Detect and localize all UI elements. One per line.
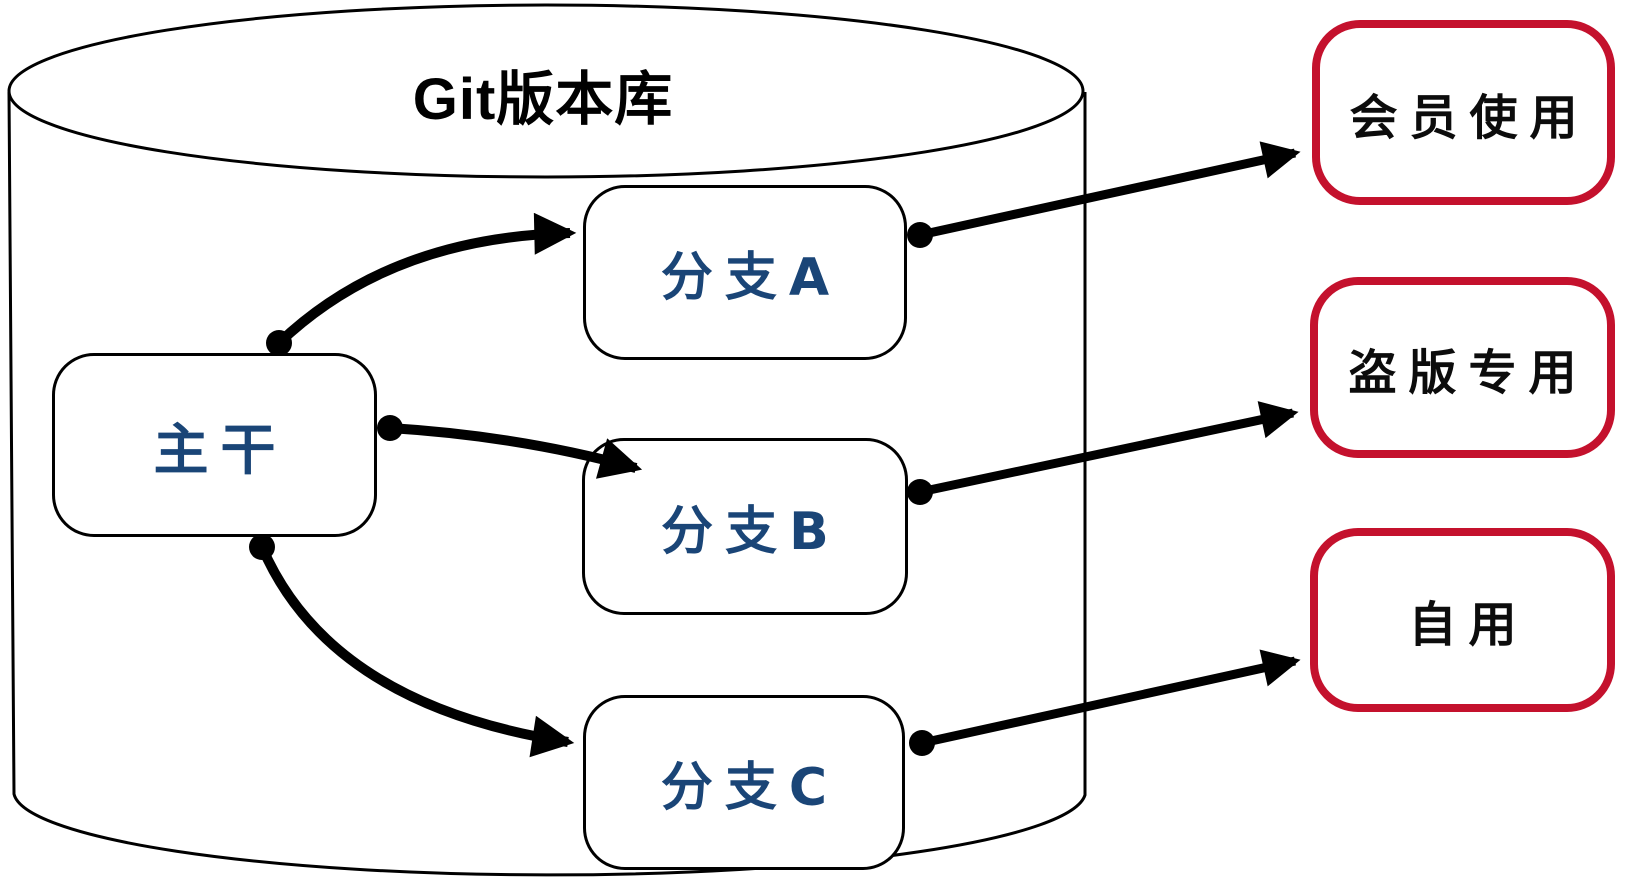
usage-member-node: 会员使用 xyxy=(1312,20,1615,205)
arrow-trunk-to-branch-a xyxy=(275,212,577,347)
branch-a-node: 分支A xyxy=(583,185,907,360)
arrow-trunk-to-branch-c xyxy=(257,545,575,758)
usage-member-label: 会员使用 xyxy=(1349,89,1590,146)
connection-dot-branch-c xyxy=(909,730,935,756)
branch-a-label: 分支A xyxy=(660,248,842,308)
cylinder-body xyxy=(7,91,1087,877)
arrow-trunk-to-branch-b xyxy=(389,423,643,479)
usage-pirate-node: 盗版专用 xyxy=(1310,277,1615,458)
connection-dot-trunk-top xyxy=(266,330,292,356)
arrow-branch-a-to-member xyxy=(919,141,1301,240)
trunk-label: 主干 xyxy=(153,418,288,482)
cylinder-top-ellipse xyxy=(7,3,1085,179)
usage-personal-label: 自用 xyxy=(1408,597,1529,653)
trunk-node: 主干 xyxy=(52,353,377,537)
repository-title: Git版本库 xyxy=(412,67,674,132)
arrow-branch-c-to-personal xyxy=(921,649,1301,748)
connection-dot-branch-a xyxy=(907,222,933,248)
usage-pirate-label: 盗版专用 xyxy=(1348,344,1589,401)
branch-c-label: 分支C xyxy=(660,758,840,818)
arrow-branch-b-to-pirate xyxy=(919,401,1299,497)
branch-c-node: 分支C xyxy=(583,695,905,870)
connection-dot-trunk-right xyxy=(377,415,403,441)
usage-personal-node: 自用 xyxy=(1310,528,1615,712)
connection-dot-branch-b xyxy=(907,479,933,505)
branch-b-label: 分支B xyxy=(661,502,841,562)
connection-dot-trunk-bottom xyxy=(249,534,275,560)
